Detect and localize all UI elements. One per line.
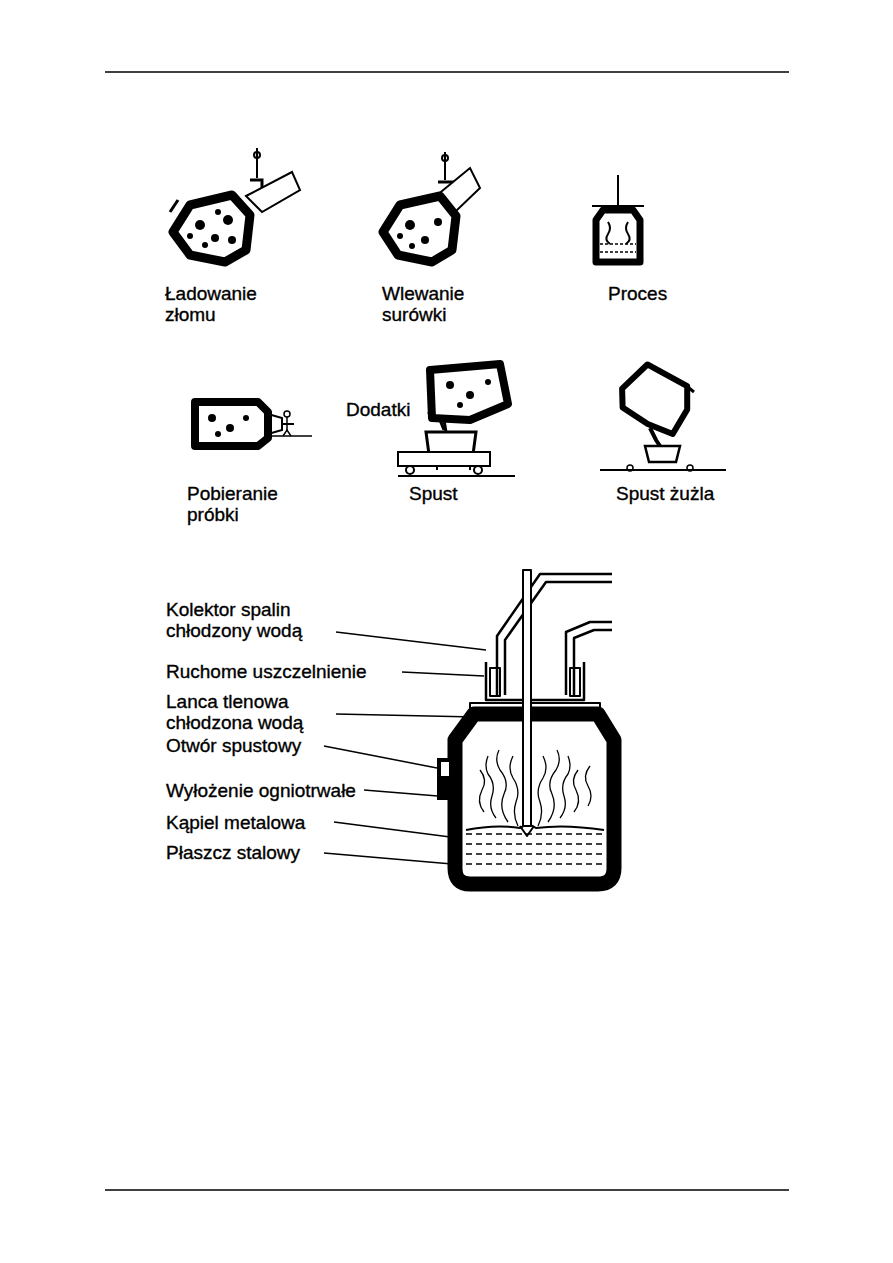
part-label: Lanca tlenowa chłodzona wodą xyxy=(166,691,341,733)
icon-caption: Ładowanie złomu xyxy=(165,283,277,325)
part-label: Ruchome uszczelnienie xyxy=(166,661,367,682)
icon-caption: Dodatki xyxy=(345,399,411,420)
icon-caption: Spust xyxy=(409,483,458,504)
icon-caption: Wlewanie surówki xyxy=(382,283,494,325)
icon-caption: Spust żużla xyxy=(616,483,714,504)
icon-caption: Proces xyxy=(608,283,667,304)
part-label: Kolektor spalin chłodzony wodą xyxy=(166,599,341,641)
part-label: Otwór spustowy xyxy=(166,735,301,756)
part-label: Wyłożenie ogniotrwałe xyxy=(166,780,356,801)
part-label: Kąpiel metalowa xyxy=(166,812,305,833)
icon-caption: Pobieranie próbki xyxy=(187,483,299,525)
part-label: Płaszcz stalowy xyxy=(166,842,300,863)
